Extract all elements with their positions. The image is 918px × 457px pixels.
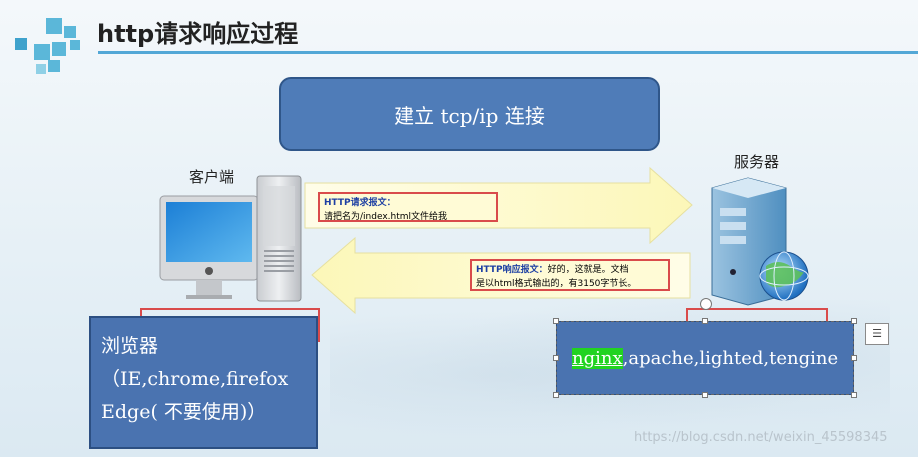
browser-list-line: （IE,chrome,firefox — [101, 368, 289, 390]
tcp-connection-label: 建立 tcp/ip 连接 — [394, 103, 545, 128]
response-body-inline: 好的，这就是。文档 — [547, 265, 629, 275]
decor-square — [46, 18, 62, 34]
title-underline — [98, 51, 918, 54]
tcp-connection-box: 建立 tcp/ip 连接 — [279, 77, 660, 151]
response-body-line2: 是以html格式输出的，有3150字节长。 — [476, 279, 637, 289]
decor-square — [52, 42, 66, 56]
decor-square — [15, 38, 27, 50]
web-server-list-box[interactable]: nginx,apache,lighted,tengine — [556, 321, 854, 395]
request-arrow — [304, 166, 693, 245]
decor-square — [70, 40, 80, 50]
resize-handle[interactable] — [702, 392, 708, 398]
browser-heading: 浏览器 — [101, 335, 159, 357]
resize-handle[interactable] — [553, 318, 559, 324]
client-computer-icon — [159, 175, 302, 302]
resize-handle[interactable] — [702, 318, 708, 324]
resize-handle[interactable] — [553, 392, 559, 398]
resize-handle[interactable] — [851, 355, 857, 361]
decor-square — [48, 60, 60, 72]
globe-icon — [759, 251, 809, 301]
web-server-list-rest: ,apache,lighted,tengine — [622, 347, 839, 369]
decor-square — [34, 44, 50, 60]
request-body: 请把名为/index.html文件给我 — [324, 212, 448, 222]
browser-list-box[interactable]: 浏览器 （IE,chrome,firefox Edge( 不要使用)） — [89, 316, 318, 449]
decor-square — [36, 64, 46, 74]
layout-options-icon[interactable]: ☰ — [865, 323, 889, 345]
browser-note-line: Edge( 不要使用)） — [101, 401, 267, 423]
nginx-highlight: nginx — [572, 347, 623, 369]
slide-title: http请求响应过程 — [97, 20, 299, 48]
request-title: HTTP请求报文： — [324, 198, 396, 208]
client-label: 客户端 — [189, 168, 235, 186]
response-message-box: HTTP响应报文：好的，这就是。文档 是以html格式输出的，有3150字节长。 — [470, 259, 670, 291]
resize-handle[interactable] — [851, 392, 857, 398]
resize-handle[interactable] — [851, 318, 857, 324]
request-message-box: HTTP请求报文： 请把名为/index.html文件给我 — [318, 192, 498, 222]
rotate-handle-icon[interactable] — [700, 298, 712, 310]
decor-square — [64, 26, 76, 38]
response-title: HTTP响应报文： — [476, 265, 548, 275]
watermark-text: https://blog.csdn.net/weixin_45598345 — [634, 430, 888, 445]
resize-handle[interactable] — [553, 355, 559, 361]
server-label: 服务器 — [734, 153, 780, 171]
